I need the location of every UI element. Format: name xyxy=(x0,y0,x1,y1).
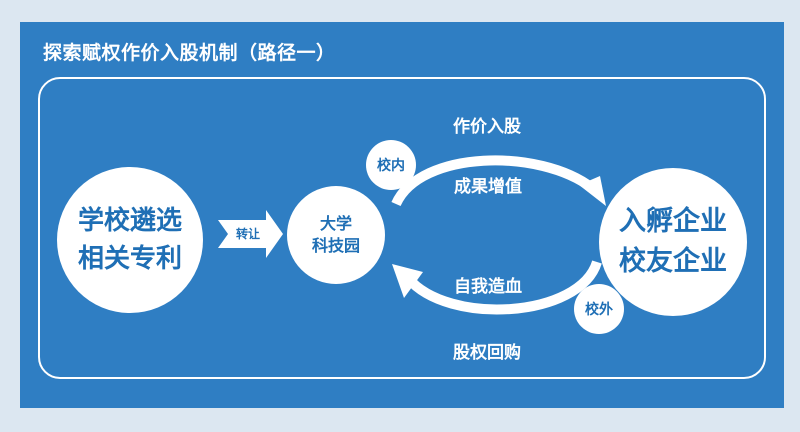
off-campus-badge: 校外 xyxy=(574,284,624,334)
science-park-line1: 大学 xyxy=(319,214,352,233)
science-park-circle: 大学 科技园 xyxy=(287,186,385,284)
patent-selection-line1: 学校遴选 xyxy=(77,206,182,236)
patent-selection-circle: 学校遴选 相关专利 xyxy=(57,167,203,313)
off-campus-label: 校外 xyxy=(585,302,613,318)
patent-selection-line2: 相关专利 xyxy=(77,244,182,274)
top-arc-arrow xyxy=(391,155,596,207)
self-sustaining-label: 自我造血 xyxy=(454,277,522,297)
enterprise-line1: 入孵企业 xyxy=(619,206,727,237)
bottom-arc-arrow xyxy=(404,260,602,315)
equity-investment-label: 作价入股 xyxy=(453,117,521,137)
equity-buyback-label: 股权回购 xyxy=(453,343,521,363)
diagram-title: 探索赋权作价入股机制（路径一） xyxy=(43,42,336,64)
transfer-arrow xyxy=(218,210,283,258)
on-campus-label: 校内 xyxy=(377,158,405,174)
science-park-line2: 科技园 xyxy=(311,236,360,255)
enterprise-line2: 校友企业 xyxy=(619,246,727,277)
diagram-frame xyxy=(38,77,766,379)
bottom-arc-arrowhead xyxy=(392,264,423,298)
on-campus-badge: 校内 xyxy=(366,140,416,190)
enterprise-circle: 入孵企业 校友企业 xyxy=(599,168,747,316)
transfer-label: 转让 xyxy=(236,227,261,241)
value-added-label: 成果增值 xyxy=(454,177,522,197)
top-arc-arrowhead xyxy=(579,176,606,206)
